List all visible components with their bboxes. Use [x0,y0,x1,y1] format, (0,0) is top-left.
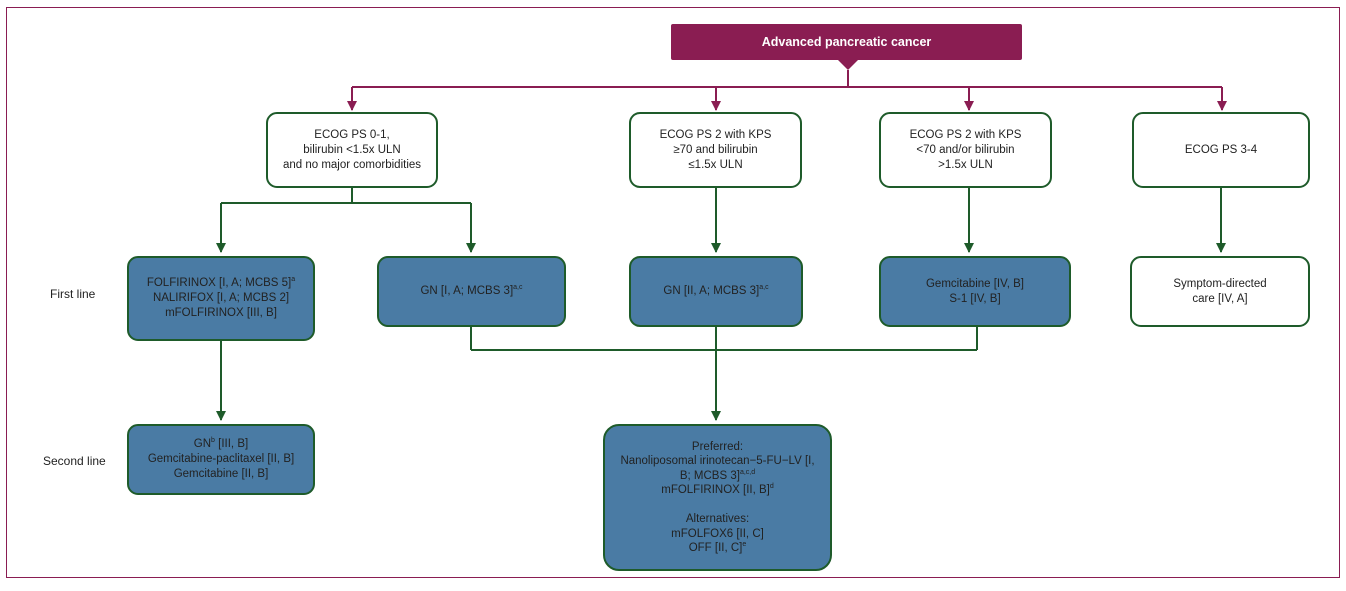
node-text-line: OFF [II, C]e [689,541,747,556]
node-text: mFOLFOX6 [II, C] [671,527,764,540]
node-text-line: GN [I, A; MCBS 3]a,c [420,284,522,299]
node-text: mFOLFIRINOX [II, B] [661,484,770,496]
node-text-line: NALIRIFOX [I, A; MCBS 2] [153,291,289,306]
row-label-second-line: Second line [43,454,106,468]
node-text-line: ECOG PS 2 with KPS [659,128,772,141]
gemcitabine-box: Gemcitabine [IV, B] S-1 [IV, B] [879,256,1071,327]
node-text-line: Gemcitabine [IV, B] [926,277,1024,292]
figure-frame [6,7,1340,578]
node-text-line: Gemcitabine [II, B] [174,467,269,482]
node-text-line: bilirubin <1.5x ULN [303,143,401,156]
node-text: GN [II, A; MCBS 3] [663,285,760,297]
gn-box-2: GN [II, A; MCBS 3]a,c [629,256,803,327]
node-text-line: ≥70 and bilirubin [673,143,758,156]
node-text: Gemcitabine [II, B] [173,468,269,480]
node-text-line: B; MCBS 3]a,c,d [680,469,755,484]
node-text-suffix: [III, B] [214,438,249,450]
criteria-box-3: ECOG PS 2 with KPS <70 and/or bilirubin >1… [879,112,1052,188]
node-text-line: mFOLFIRINOX [III, B] [165,306,277,321]
node-text: FOLFIRINOX [I, A; MCBS 5] [146,277,292,289]
node-text-line: ECOG PS 3-4 [1184,143,1258,156]
node-text: Gemcitabine [IV, B] [925,277,1024,290]
node-text-line: <70 and/or bilirubin [916,143,1015,156]
footnote-marker: e [742,541,747,549]
node-text-line: Preferred: [692,440,743,455]
node-text: NALIRIFOX [I, A; MCBS 2] [152,292,290,304]
footnote-marker: b [211,437,215,445]
root-node: Advanced pancreatic cancer [671,24,1022,60]
node-text: care [IV, A] [1192,292,1248,305]
node-text-line: GNb [III, B] [194,437,248,452]
node-text: Alternatives: [685,513,750,525]
node-text: OFF [II, C] [688,542,743,554]
node-text-line: care [IV, A] [1192,292,1247,307]
figure-frame-bottom [6,577,1340,578]
node-text: S-1 [IV, B] [949,292,1001,305]
gn-box-1: GN [I, A; MCBS 3]a,c [377,256,566,327]
node-text-line: Alternatives: [686,512,749,527]
footnote-marker: a [291,276,296,284]
symptom-care-box: Symptom-directed care [IV, A] [1130,256,1310,327]
node-text-line: >1.5x ULN [938,158,993,171]
criteria-box-2: ECOG PS 2 with KPS ≥70 and bilirubin ≤1.5x… [629,112,802,188]
node-text-line: and no major comorbidities [282,158,422,171]
criteria-box-1: ECOG PS 0-1, bilirubin <1.5x ULN and no ma… [266,112,438,188]
node-text [716,499,719,511]
node-text-line: mFOLFOX6 [II, C] [671,527,764,542]
footnote-marker: a,c,d [739,468,756,476]
node-text-line [716,498,719,513]
footnote-marker: d [769,483,774,491]
node-text-line: ECOG PS 2 with KPS [909,128,1022,141]
node-text-line: Gemcitabine-paclitaxel [II, B] [148,452,294,467]
footnote-marker: a,c [759,284,769,292]
node-text-line: GN [II, A; MCBS 3]a,c [663,284,768,299]
node-text-line: Symptom-directed [1173,277,1266,292]
node-text-line: FOLFIRINOX [I, A; MCBS 5]a [147,276,295,291]
node-text-line: ECOG PS 0-1, [314,128,390,141]
node-text: GN [193,438,212,450]
node-text-line: mFOLFIRINOX [II, B]d [661,483,774,498]
node-text: Symptom-directed [1173,277,1267,290]
node-text: Nanoliposomal irinotecan−5-FU−LV [I, [620,455,815,467]
root-pointer [838,60,858,70]
node-text-line: ≤1.5x ULN [688,158,743,171]
row-label-first-line: First line [50,287,96,301]
node-text: B; MCBS 3] [679,469,740,482]
node-text: mFOLFIRINOX [III, B] [165,307,277,319]
criteria-box-4: ECOG PS 3-4 [1132,112,1310,188]
root-label: Advanced pancreatic cancer [761,34,932,49]
node-text: Gemcitabine-paclitaxel [II, B] [147,453,295,465]
node-text-line: Nanoliposomal irinotecan−5-FU−LV [I, [620,454,814,469]
preferred-box: Preferred: Nanoliposomal irinotecan−5-FU−… [603,424,832,571]
footnote-marker: a,c [513,284,523,292]
node-text: Preferred: [691,440,744,453]
node-text-line: S-1 [IV, B] [949,292,1000,307]
node-text: GN [I, A; MCBS 3] [420,285,514,297]
second-line-gn-box: GNb [III, B]Gemcitabine-paclitaxel [II, … [127,424,315,495]
